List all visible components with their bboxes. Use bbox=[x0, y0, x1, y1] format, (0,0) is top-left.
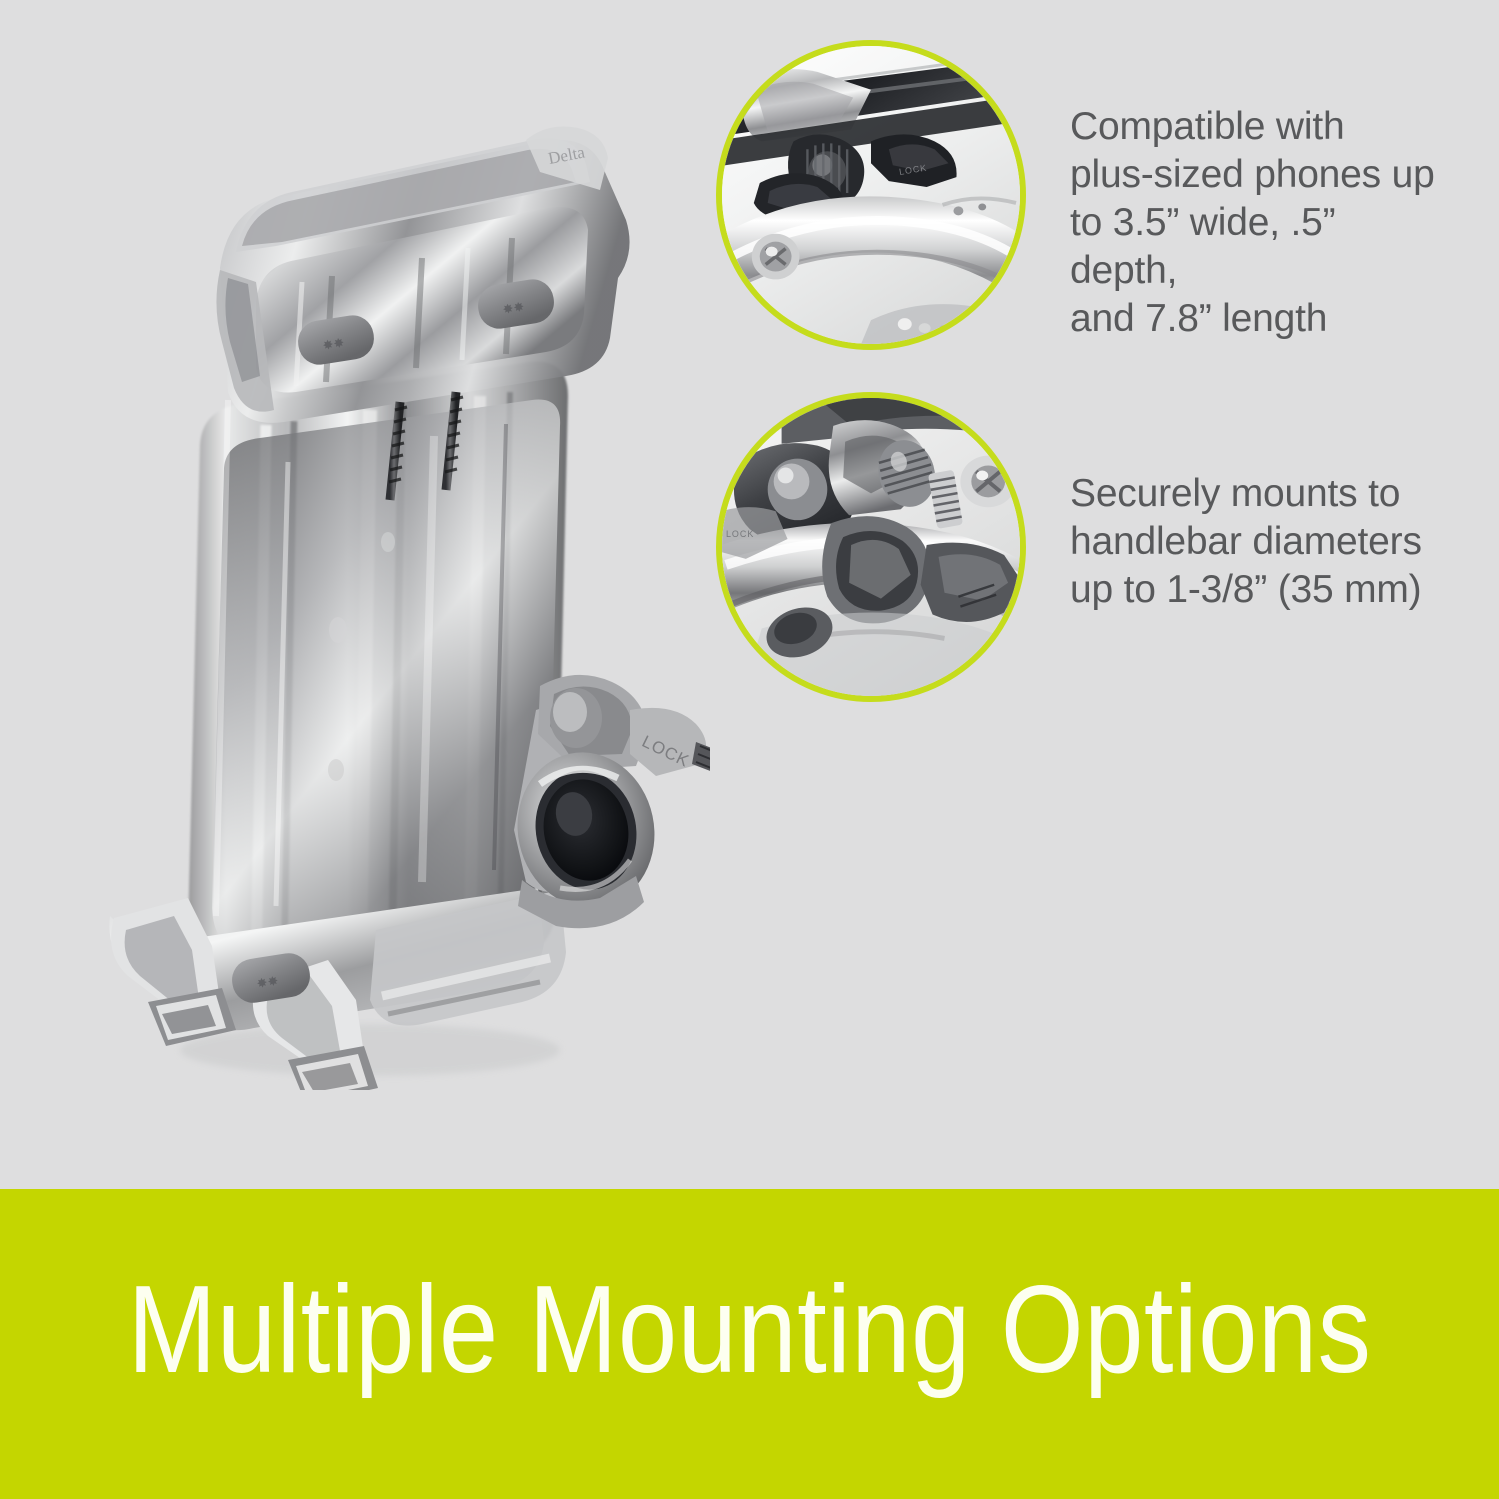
svg-text:LOCK: LOCK bbox=[726, 529, 754, 539]
svg-text:✸✸: ✸✸ bbox=[322, 335, 346, 353]
product-hero-image: ✸✸ ✸✸ Delta bbox=[70, 70, 710, 1090]
svg-text:✸✸: ✸✸ bbox=[256, 973, 280, 991]
banner-title: Multiple Mounting Options bbox=[127, 1261, 1372, 1399]
svg-text:✸✸: ✸✸ bbox=[502, 299, 526, 317]
callout-text-mounting: Securely mounts to handlebar diameters u… bbox=[1070, 472, 1422, 611]
inset-photo-handlebar-mount: LOCK bbox=[716, 40, 1026, 350]
bottom-banner bbox=[0, 1189, 1499, 1499]
svg-text:LOCK: LOCK bbox=[898, 163, 928, 177]
inset-photo-handlebar-clamp: LOCK bbox=[716, 392, 1026, 702]
callout-text-compatibility: Compatible with plus-sized phones up to … bbox=[1070, 105, 1435, 340]
